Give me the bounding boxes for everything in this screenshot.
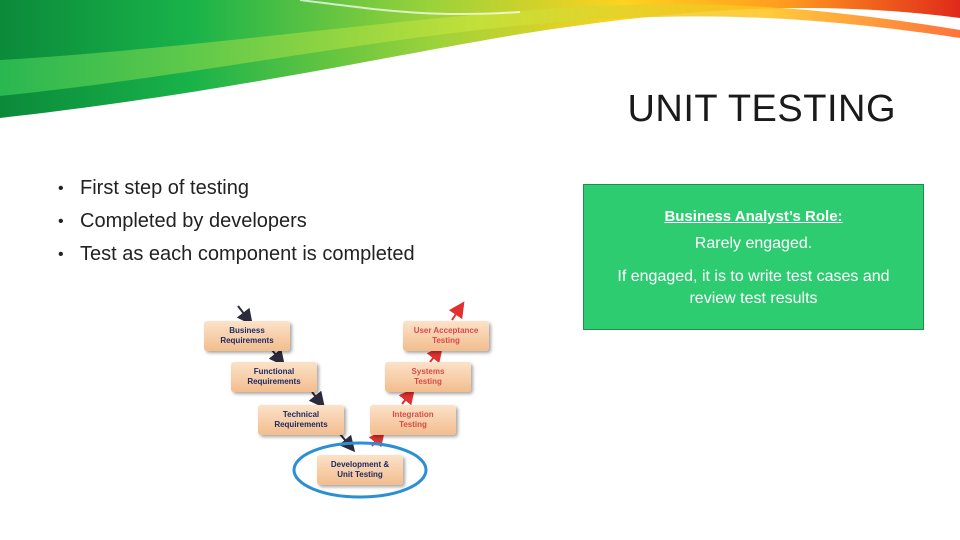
down-arrow — [308, 390, 325, 409]
bullet-glyph: • — [58, 180, 64, 197]
role-line-2: If engaged, it is to write test cases an… — [617, 268, 890, 307]
box-label-line: Unit Testing — [337, 470, 383, 479]
box-functional-requirements: Functional Requirements — [231, 362, 317, 392]
bullet-text: Completed by developers — [80, 210, 307, 232]
up-arrow — [398, 387, 415, 406]
up-arrow — [448, 301, 465, 321]
role-line-1: Rarely engaged. — [694, 235, 813, 252]
box-systems-testing: Systems Testing — [385, 362, 471, 392]
box-development-unit-testing: Development & Unit Testing — [317, 455, 403, 485]
up-arrow — [426, 345, 443, 364]
highlight-ellipse — [292, 441, 428, 499]
bullet-item: • Test as each component is completed — [58, 238, 528, 271]
box-label-line: Testing — [414, 377, 442, 386]
ba-role-box: Business Analyst’s Role: Rarely engaged.… — [583, 184, 924, 330]
box-label-line: Integration — [392, 410, 434, 419]
role-heading: Business Analyst’s Role: — [664, 208, 843, 225]
slide-title: UNIT TESTING — [627, 88, 896, 130]
box-integration-testing: Integration Testing — [370, 405, 456, 435]
bullet-item: • First step of testing — [58, 172, 528, 205]
box-label-line: User Acceptance — [413, 326, 479, 335]
bullet-list: • First step of testing • Completed by d… — [58, 172, 528, 271]
box-label-line: Technical — [282, 410, 320, 419]
box-technical-requirements: Technical Requirements — [258, 405, 344, 435]
decorative-swoosh — [0, 0, 960, 118]
box-label-line: Functional — [253, 367, 295, 376]
box-label-line: Requirements — [247, 377, 301, 386]
box-label-line: Business — [229, 326, 265, 335]
v-model-arrows — [236, 301, 465, 499]
bullet-glyph: • — [58, 246, 64, 263]
box-label-line: Testing — [399, 420, 427, 429]
down-arrow — [236, 305, 253, 326]
bullet-glyph: • — [58, 213, 64, 230]
box-label-line: Development & — [330, 460, 390, 469]
box-label-line: Systems — [411, 367, 445, 376]
box-label-line: Testing — [432, 336, 460, 345]
down-arrow — [268, 348, 285, 367]
box-label-line: Requirements — [220, 336, 274, 345]
bullet-text: Test as each component is completed — [80, 243, 415, 265]
v-model-diagram: Business Requirements Functional Require… — [190, 300, 500, 500]
box-business-requirements: Business Requirements — [204, 321, 290, 351]
bullet-item: • Completed by developers — [58, 205, 528, 238]
box-label-line: Requirements — [274, 420, 328, 429]
box-user-acceptance-testing: User Acceptance Testing — [403, 321, 489, 351]
bullet-text: First step of testing — [80, 177, 249, 199]
